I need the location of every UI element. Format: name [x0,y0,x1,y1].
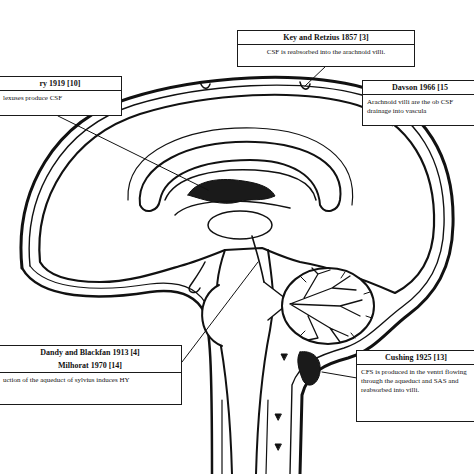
gyrus-line [128,128,353,205]
callout-box: Davson 1966 [15Arachnoid villi are the o… [362,80,474,126]
aqueduct [252,236,264,282]
callout-heading: Dandy and Blackfan 1913 [4] [0,346,181,359]
callout-heading: ry 1919 [10] [0,77,121,91]
cisterna-magna [298,352,320,385]
arbor-vitae [290,268,362,342]
callout-box: Cushing 1925 [13]CFS is produced in the … [356,350,474,422]
cerebellum [282,268,374,344]
callout-heading: Cushing 1925 [13] [357,351,474,365]
pons [202,285,222,346]
choroid-plexus [188,180,275,204]
arachnoid-villus [200,82,210,88]
flow-arrow [275,354,287,450]
callout-heading: Davson 1966 [15 [363,81,474,95]
spinal-cord [222,400,268,474]
callout-text: CSF is reabsorbed into the arachnoid vil… [238,45,414,60]
callout-text: uction of the aqueduct of sylvius induce… [0,373,181,388]
leader-line [58,116,208,190]
callout-text: lexuses produce CSF [0,91,121,106]
fornix [175,201,290,215]
callout-heading: Milhorat 1970 [14] [0,359,181,373]
callout-box: ry 1919 [10]lexuses produce CSF [0,76,122,116]
callout-box: Dandy and Blackfan 1913 [4]Milhorat 1970… [0,345,182,405]
pituitary [189,262,205,292]
brainstem [216,250,232,474]
cerebellum-folia [300,272,372,338]
callout-box: Key and Retzius 1857 [3]CSF is reabsorbe… [237,30,415,67]
callout-text: Arachnoid villi are the ob CSF drainage … [363,95,474,119]
callout-heading: Key and Retzius 1857 [3] [238,31,414,45]
leader-line [182,262,258,362]
leader-line [322,372,357,378]
callout-text: CFS is produced in the ventri flowing th… [357,365,474,398]
thalamus [208,211,272,239]
leader-line [305,66,326,86]
